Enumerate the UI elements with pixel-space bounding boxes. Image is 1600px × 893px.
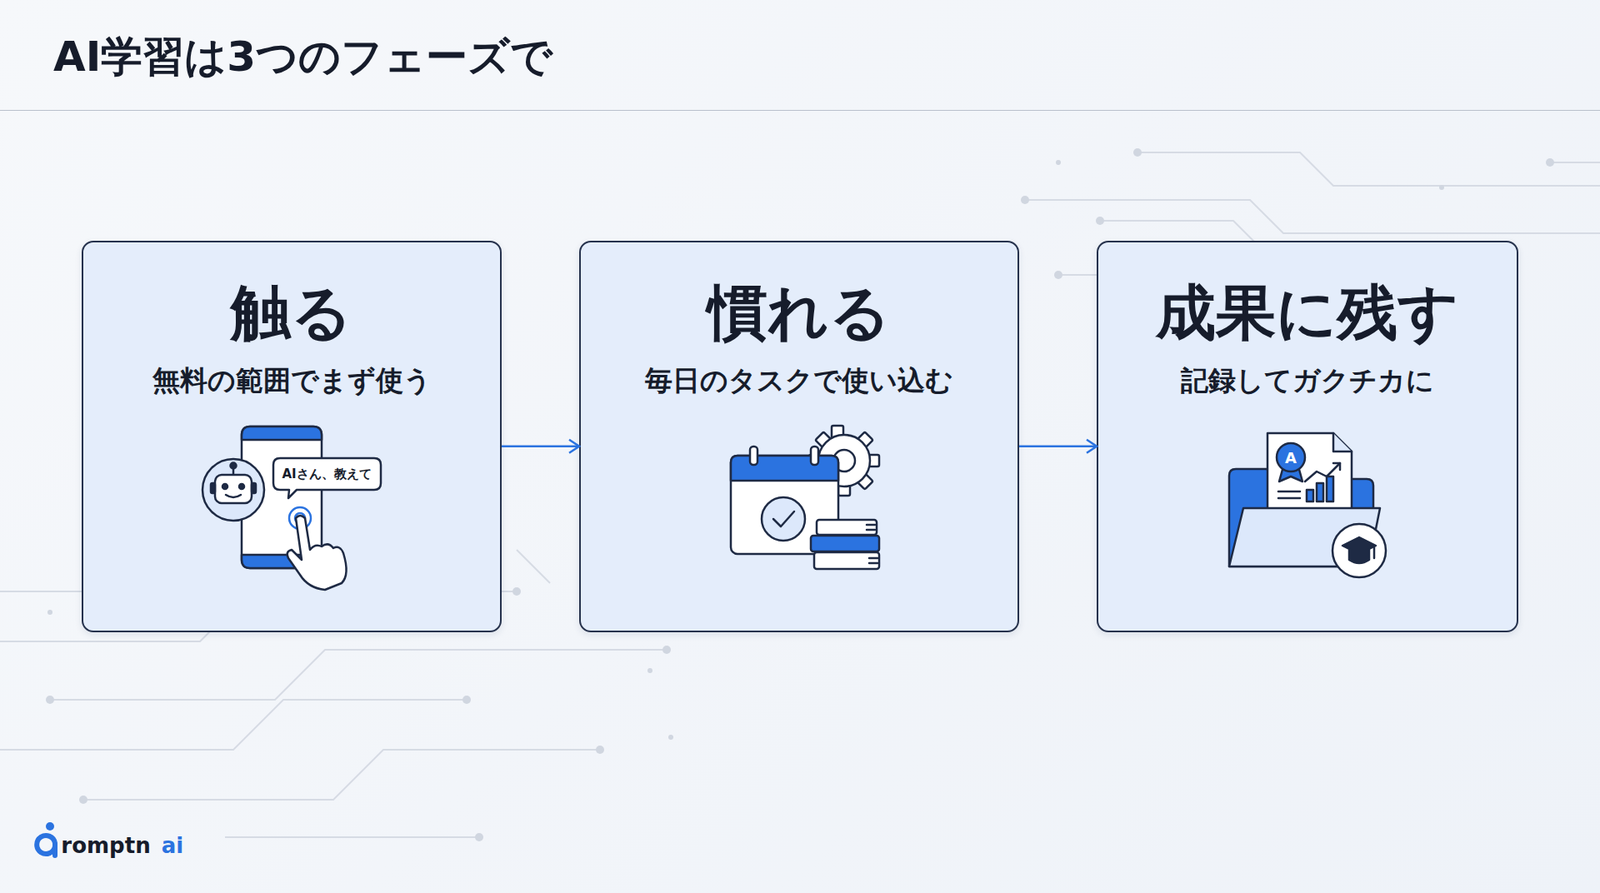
slide-title: AI学習は3つのフェーズで [53, 30, 553, 84]
flow-arrow [1019, 445, 1097, 449]
phase-heading: 慣れる [580, 275, 1018, 350]
phase-heading: 成果に残す [1098, 275, 1517, 350]
title-rule [0, 110, 1600, 111]
phase-subtitle: 毎日のタスクで使い込む [580, 362, 1018, 400]
flow-arrow [501, 445, 580, 449]
phase-box: 触る無料の範囲でまず使う [81, 240, 502, 633]
phase-box: 成果に残す記録してガクチカに [1096, 240, 1519, 633]
phase-heading: 触る [83, 275, 500, 350]
logo-text: ai [161, 833, 184, 859]
badge-letter: A [1285, 449, 1297, 467]
speech-bubble-text: AIさん、教えて [281, 466, 371, 483]
phase-subtitle: 無料の範囲でまず使う [83, 362, 500, 400]
logo-text: romptn [60, 833, 150, 859]
phase-box: 慣れる毎日のタスクで使い込む [579, 240, 1020, 633]
phase-subtitle: 記録してガクチカに [1098, 362, 1517, 400]
